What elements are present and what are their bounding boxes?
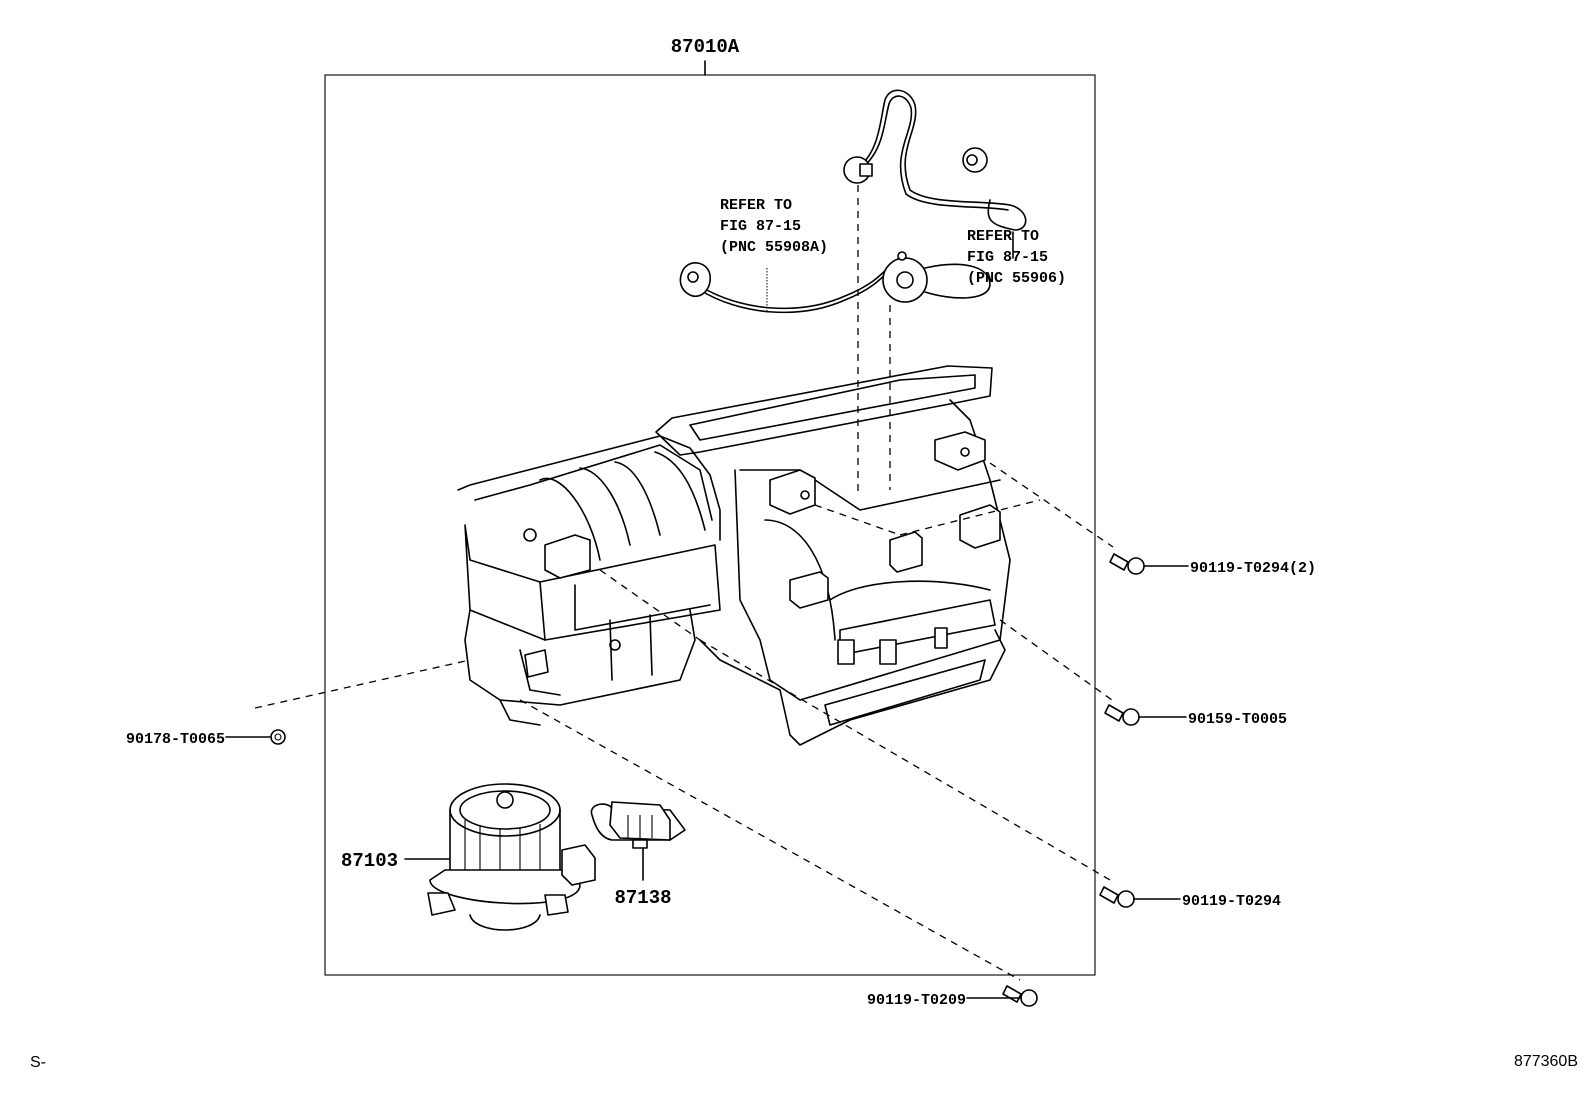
svg-text:REFER TO: REFER TO [967,228,1039,245]
footer-left-code: S- [30,1054,46,1071]
svg-text:(PNC 55906): (PNC 55906) [967,270,1066,287]
label-90119-t0294: 90119-T0294 [1182,893,1281,910]
nut-icon [270,729,286,745]
wire-harness-55906 [843,89,1027,259]
label-87103: 87103 [341,850,398,872]
refer-note-55908a: REFER TO FIG 87-15 (PNC 55908A) [720,197,828,256]
sensor-icon [882,257,928,303]
heater-unit-assembly [457,365,1011,746]
svg-text:FIG 87-15: FIG 87-15 [967,249,1048,266]
blower-motor [427,783,596,931]
screw-icon [1109,553,1145,575]
label-90178-t0065: 90178-T0065 [126,731,225,748]
svg-text:FIG 87-15: FIG 87-15 [720,218,801,235]
screw-icon [1099,886,1135,908]
label-90119-t0209: 90119-T0209 [867,992,966,1009]
svg-text:REFER TO: REFER TO [720,197,792,214]
blower-resistor [590,801,686,849]
connector-icon [962,147,988,173]
refer-note-55906: REFER TO FIG 87-15 (PNC 55906) [967,228,1066,287]
svg-text:(PNC 55908A): (PNC 55908A) [720,239,828,256]
assembly-label: 87010A [671,36,740,58]
label-90119-t0294-2: 90119-T0294(2) [1190,560,1316,577]
assembly-frame [324,74,1096,976]
wire-harness-55908a [679,251,991,314]
connector-icon [679,262,711,297]
label-87138: 87138 [614,887,671,909]
label-90159-t0005: 90159-T0005 [1188,711,1287,728]
screw-icon [1002,985,1038,1007]
screw-icon [1104,704,1140,726]
figure-id: 877360B [1514,1053,1578,1070]
